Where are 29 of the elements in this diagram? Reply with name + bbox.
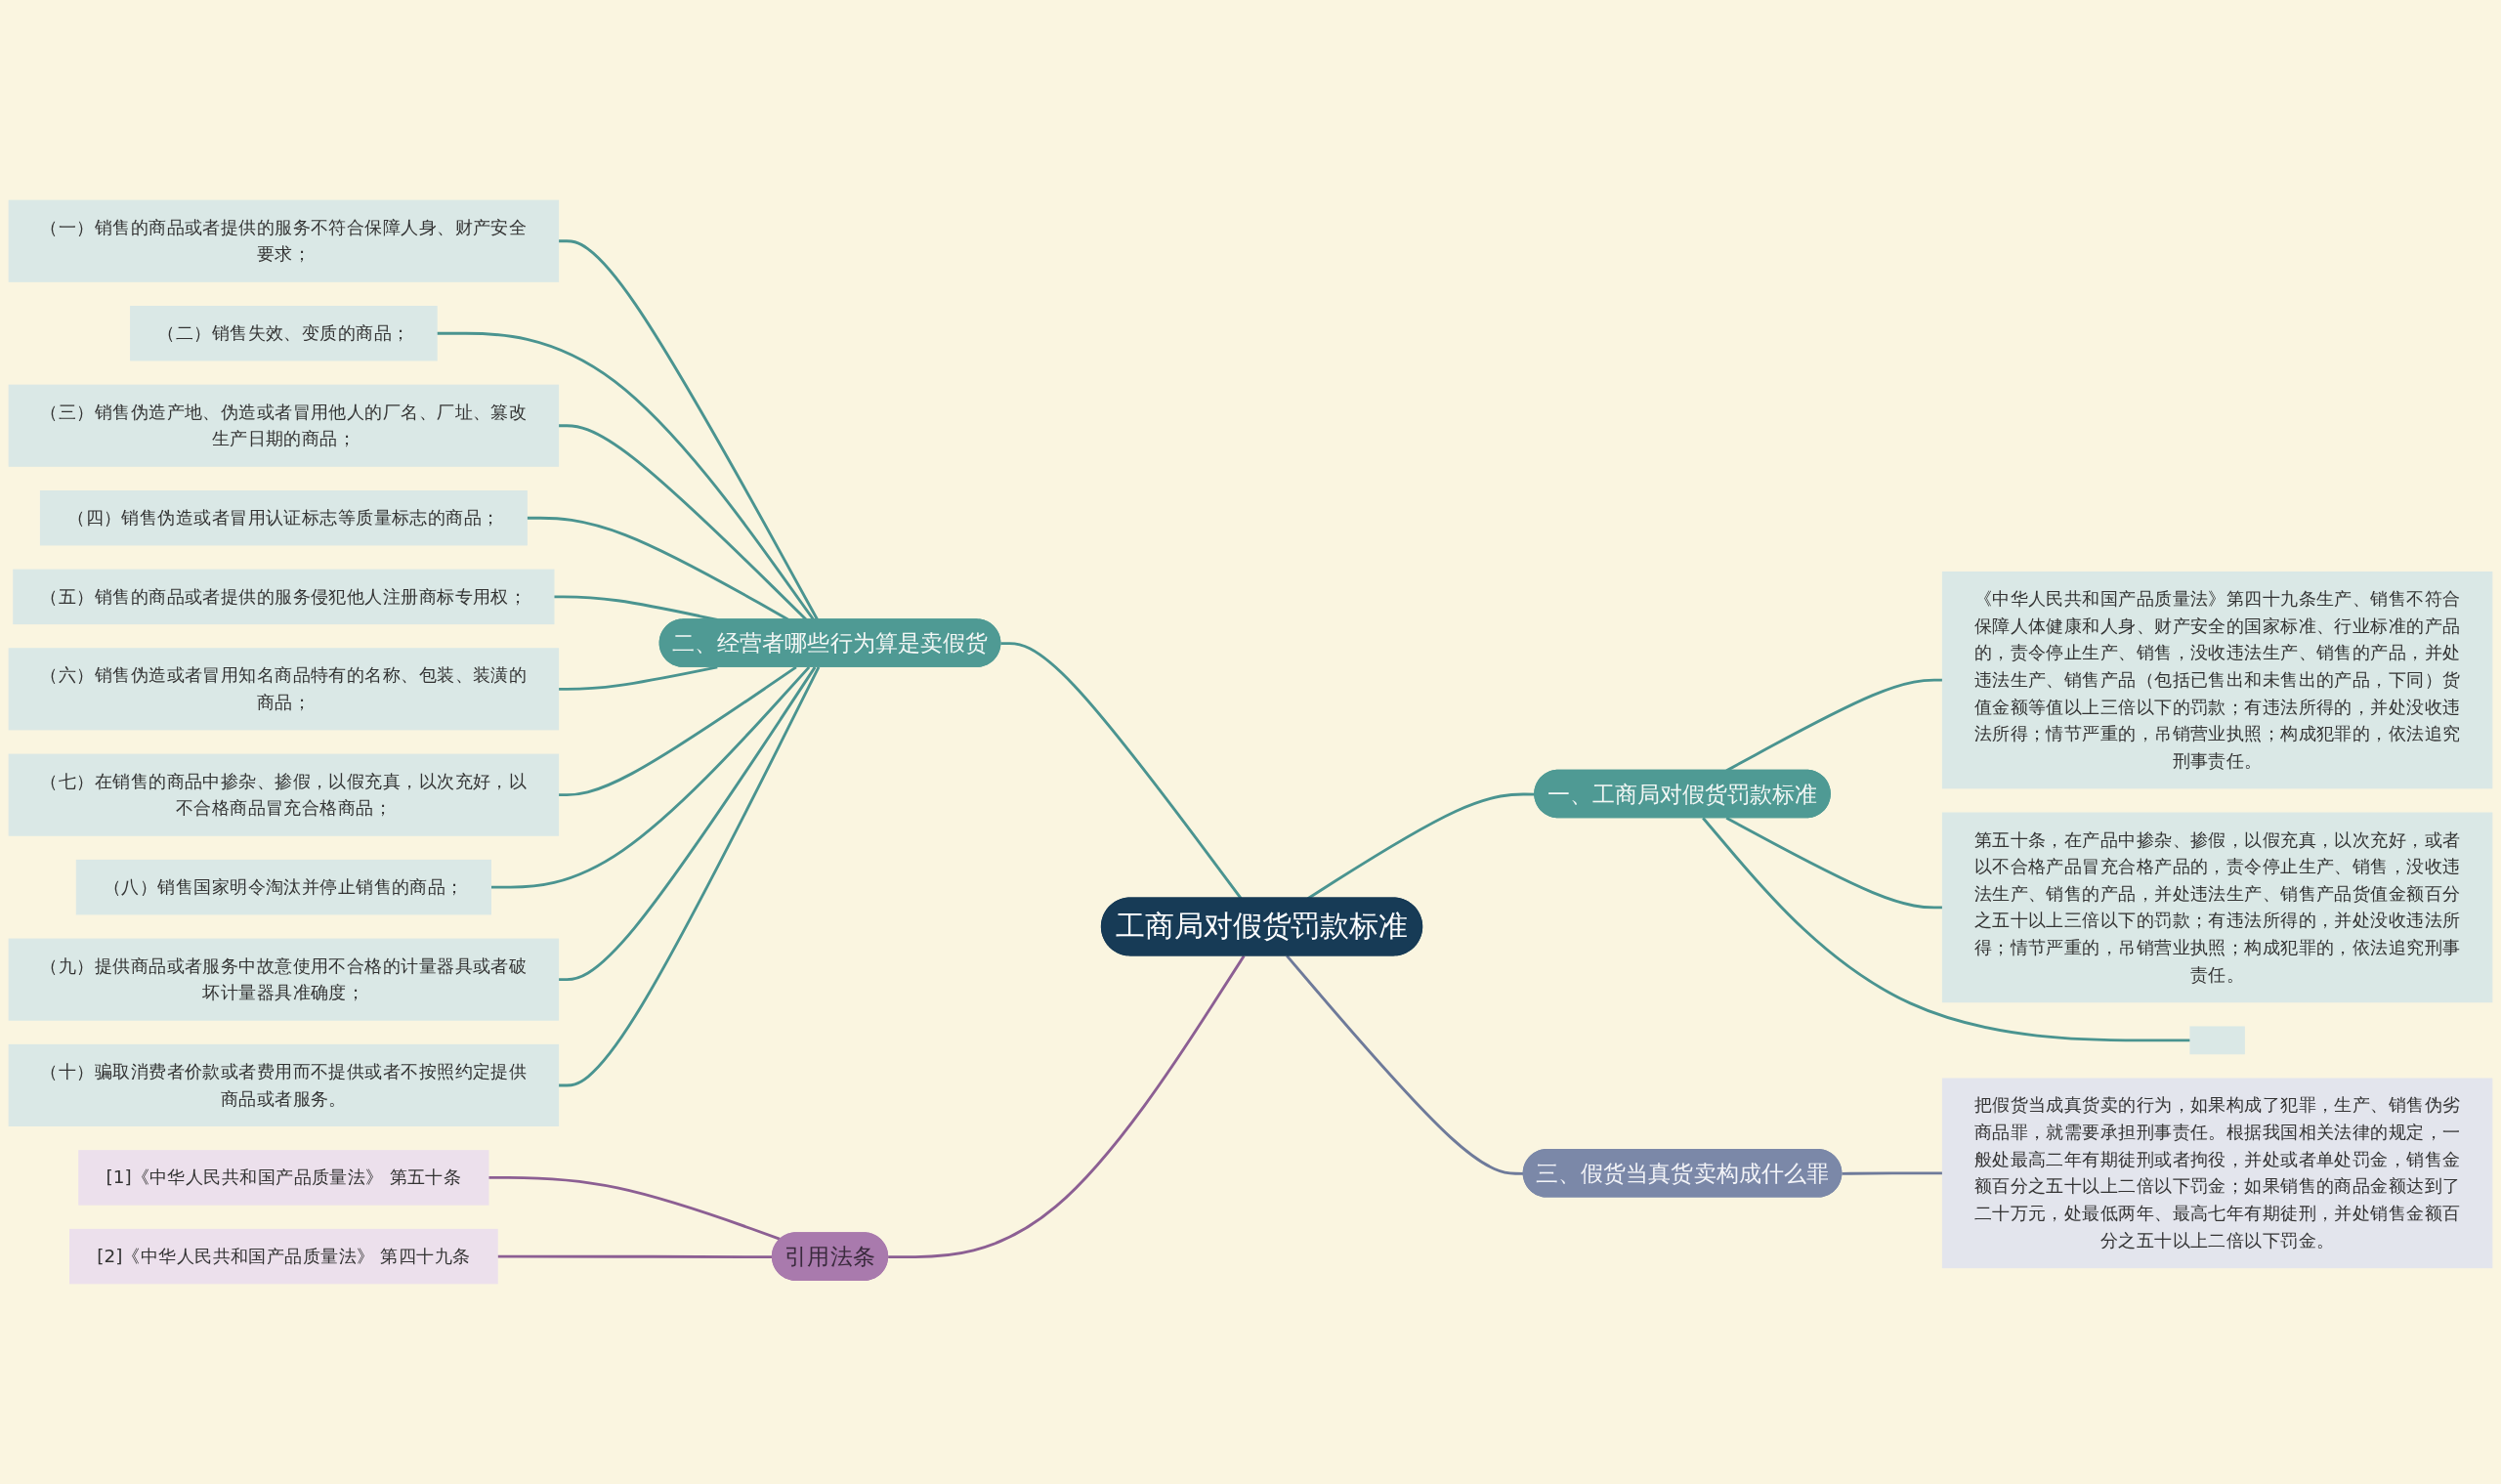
connector (1702, 817, 2190, 1042)
node-box: 把假货当成真货卖的行为，如果构成了犯罪，生产、销售伪劣商品罪，就需要承担刑事责任。根据我国相关法律的规定，一般处最高二年有期徒刑或者拘役，并处或者单处罚金，销售金额百分之五十以上二倍以下罚金；如果销售的商品金额达到了二十万元，处最低两年、最高七年有期徒刑，并处销售金额百分之五十以上二倍以下罚金。 (1941, 1078, 2493, 1269)
node-box: （六）销售伪造或者冒用知名商品特有的名称、包装、装潢的商品； (8, 648, 560, 731)
node-box: （九）提供商品或者服务中故意使用不合格的计量器具或者破坏计量器具准确度； (8, 938, 560, 1021)
node-box: （五）销售的商品或者提供的服务侵犯他人注册商标专用权； (13, 569, 555, 625)
connector (487, 1176, 782, 1241)
connector (558, 666, 817, 982)
connector (1307, 792, 1536, 900)
node-box: （七）在销售的商品中掺杂、掺假，以假充真，以次充好，以不合格商品冒充合格商品； (8, 753, 560, 836)
connector (1842, 1171, 1943, 1175)
node-box (2189, 1026, 2245, 1055)
node-box: （一）销售的商品或者提供的服务不符合保障人身、财产安全要求； (8, 199, 560, 282)
node-box: （二）销售失效、变质的商品； (130, 306, 438, 361)
connector (1286, 954, 1524, 1175)
node-box: 第五十条，在产品中掺杂、掺假，以假充真，以次充好，或者以不合格产品冒充合格产品的，责令停止生产、销售，没收违法生产、销售的产品，并处违法生产、销售产品货值金额百分之五十以上三倍以下的罚款；有违法所得的，并处没收违法所得；情节严重的，吊销营业执照；构成犯罪的，依法追究刑事责任。 (1941, 812, 2493, 1003)
node-box: [1]《中华人民共和国产品质量法》 第五十条 (78, 1150, 489, 1206)
node-box: （三）销售伪造产地、伪造或者冒用他人的厂名、厂址、篡改生产日期的商品； (8, 384, 560, 467)
connector (558, 665, 797, 797)
connector (1725, 817, 1943, 910)
node-box: [2]《中华人民共和国产品质量法》 第四十九条 (69, 1228, 498, 1285)
node-box: （八）销售国家明令淘汰并停止销售的商品； (75, 859, 491, 915)
connector (1000, 642, 1243, 900)
connector (558, 665, 718, 691)
node-box: 《中华人民共和国产品质量法》第四十九条生产、销售不符合保障人体健康和人身、财产安全的国家标准、行业标准的产品的，责令停止生产、销售，没收违法生产、销售的产品，并处违法生产、销售产品（包括已售出和未售出的产品，下同）货值金额等值以上三倍以下的罚款；有违法所得的，并处没收违法所得；情节严重的，吊销营业执照；构成犯罪的，依法追究刑事责任。 (1941, 571, 2493, 789)
connector (558, 666, 821, 1087)
node-box: （四）销售伪造或者冒用认证标志等质量标志的商品； (39, 489, 528, 546)
connector (490, 665, 811, 889)
connector (888, 954, 1246, 1259)
node-box: （十）骗取消费者价款或者费用而不提供或者不按照约定提供商品或者服务。 (8, 1043, 560, 1126)
